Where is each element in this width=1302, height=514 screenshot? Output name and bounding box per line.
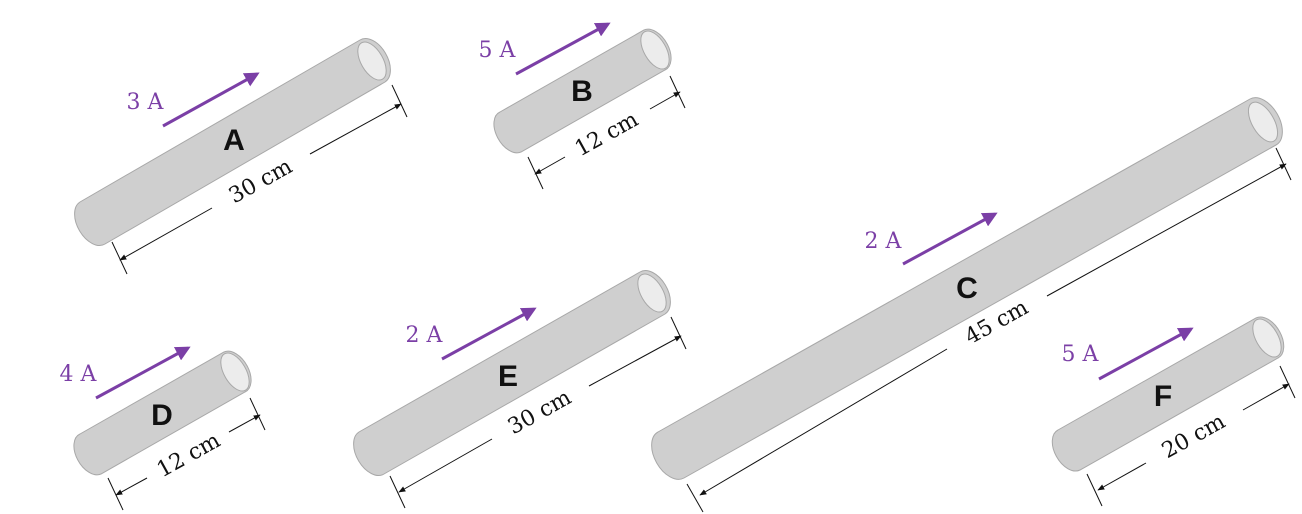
rod-e-body bbox=[353, 270, 671, 476]
rod-f-ext-line-right bbox=[1279, 365, 1296, 399]
rod-c-end-cap bbox=[1247, 101, 1279, 143]
rod-b-label: B bbox=[571, 75, 593, 108]
rod-a-body bbox=[74, 38, 391, 246]
rod-e-dim-line-left bbox=[398, 438, 493, 493]
rod-d-current-arrow bbox=[95, 346, 191, 400]
rod-a-current-arrow bbox=[162, 72, 260, 128]
rod-c-ext-line-left bbox=[686, 483, 704, 513]
rod-e-current-label: 2 A bbox=[406, 323, 444, 348]
rod-f-ext-line-left bbox=[1086, 473, 1103, 507]
rod-f-label: F bbox=[1154, 380, 1172, 413]
rod-a-ext-line-left bbox=[111, 241, 128, 275]
rod-c-ext-line-right bbox=[1275, 147, 1292, 181]
rod-c-current-label: 2 A bbox=[865, 229, 903, 254]
rod-c-dim-line-left bbox=[699, 348, 948, 496]
rod-b-current-arrow bbox=[515, 22, 611, 76]
rod-b: B 5 A 12 cm bbox=[479, 22, 686, 190]
rod-e-current-arrow bbox=[441, 307, 537, 361]
rod-f-dim-line-right bbox=[1242, 383, 1290, 411]
rod-c-body bbox=[651, 97, 1283, 480]
rod-f-body bbox=[1051, 316, 1285, 472]
rod-f: F 5 A 20 cm bbox=[1051, 316, 1296, 507]
rod-d-label: D bbox=[151, 399, 173, 432]
rod-d-ext-line-left bbox=[107, 477, 124, 511]
rod-f-dim-line-left bbox=[1097, 462, 1147, 491]
rod-b-current-label: 5 A bbox=[479, 38, 517, 63]
rod-e-label: E bbox=[498, 360, 518, 393]
rod-e-end-cap bbox=[637, 273, 667, 313]
rod-d-end-cap bbox=[220, 352, 250, 392]
rod-b-end-cap bbox=[640, 30, 670, 70]
rod-d: D 4 A 12 cm bbox=[60, 346, 266, 511]
rod-c: C 2 A 45 cm bbox=[651, 97, 1292, 513]
rod-d-dim-line-left bbox=[115, 477, 148, 496]
rod-a-end-cap bbox=[357, 41, 387, 81]
rod-d-current-label: 4 A bbox=[60, 362, 98, 387]
rod-c-current-arrow bbox=[902, 212, 998, 266]
rod-b-dim-line-right bbox=[649, 91, 681, 110]
rod-b-body bbox=[493, 28, 672, 154]
rod-a-dim-line-left bbox=[119, 207, 213, 261]
rod-e-dim-line-right bbox=[588, 335, 682, 387]
rod-a-ext-line-right bbox=[391, 84, 408, 118]
rod-c-dim-line-right bbox=[1046, 163, 1287, 297]
rod-e: E 2 A 30 cm bbox=[353, 270, 687, 509]
rod-a-dim-line-right bbox=[309, 103, 402, 155]
rod-e-ext-line-right bbox=[670, 316, 687, 350]
rod-e-ext-line-left bbox=[389, 475, 406, 509]
rod-a: A 3 A 30 cm bbox=[74, 38, 408, 275]
rod-b-dim-line-left bbox=[534, 156, 566, 175]
rod-d-ext-line-right bbox=[249, 397, 266, 431]
rod-c-label: C bbox=[956, 272, 978, 305]
rod-a-label: A bbox=[223, 124, 245, 157]
rod-b-ext-line-right bbox=[669, 75, 686, 109]
rod-d-body bbox=[73, 350, 252, 476]
rod-f-current-label: 5 A bbox=[1062, 342, 1100, 367]
rod-f-end-cap bbox=[1252, 318, 1282, 358]
rod-f-current-arrow bbox=[1098, 327, 1194, 381]
rod-d-dim-line-right bbox=[228, 414, 261, 433]
rod-b-ext-line-left bbox=[527, 156, 544, 190]
rod-a-current-label: 3 A bbox=[127, 90, 165, 115]
